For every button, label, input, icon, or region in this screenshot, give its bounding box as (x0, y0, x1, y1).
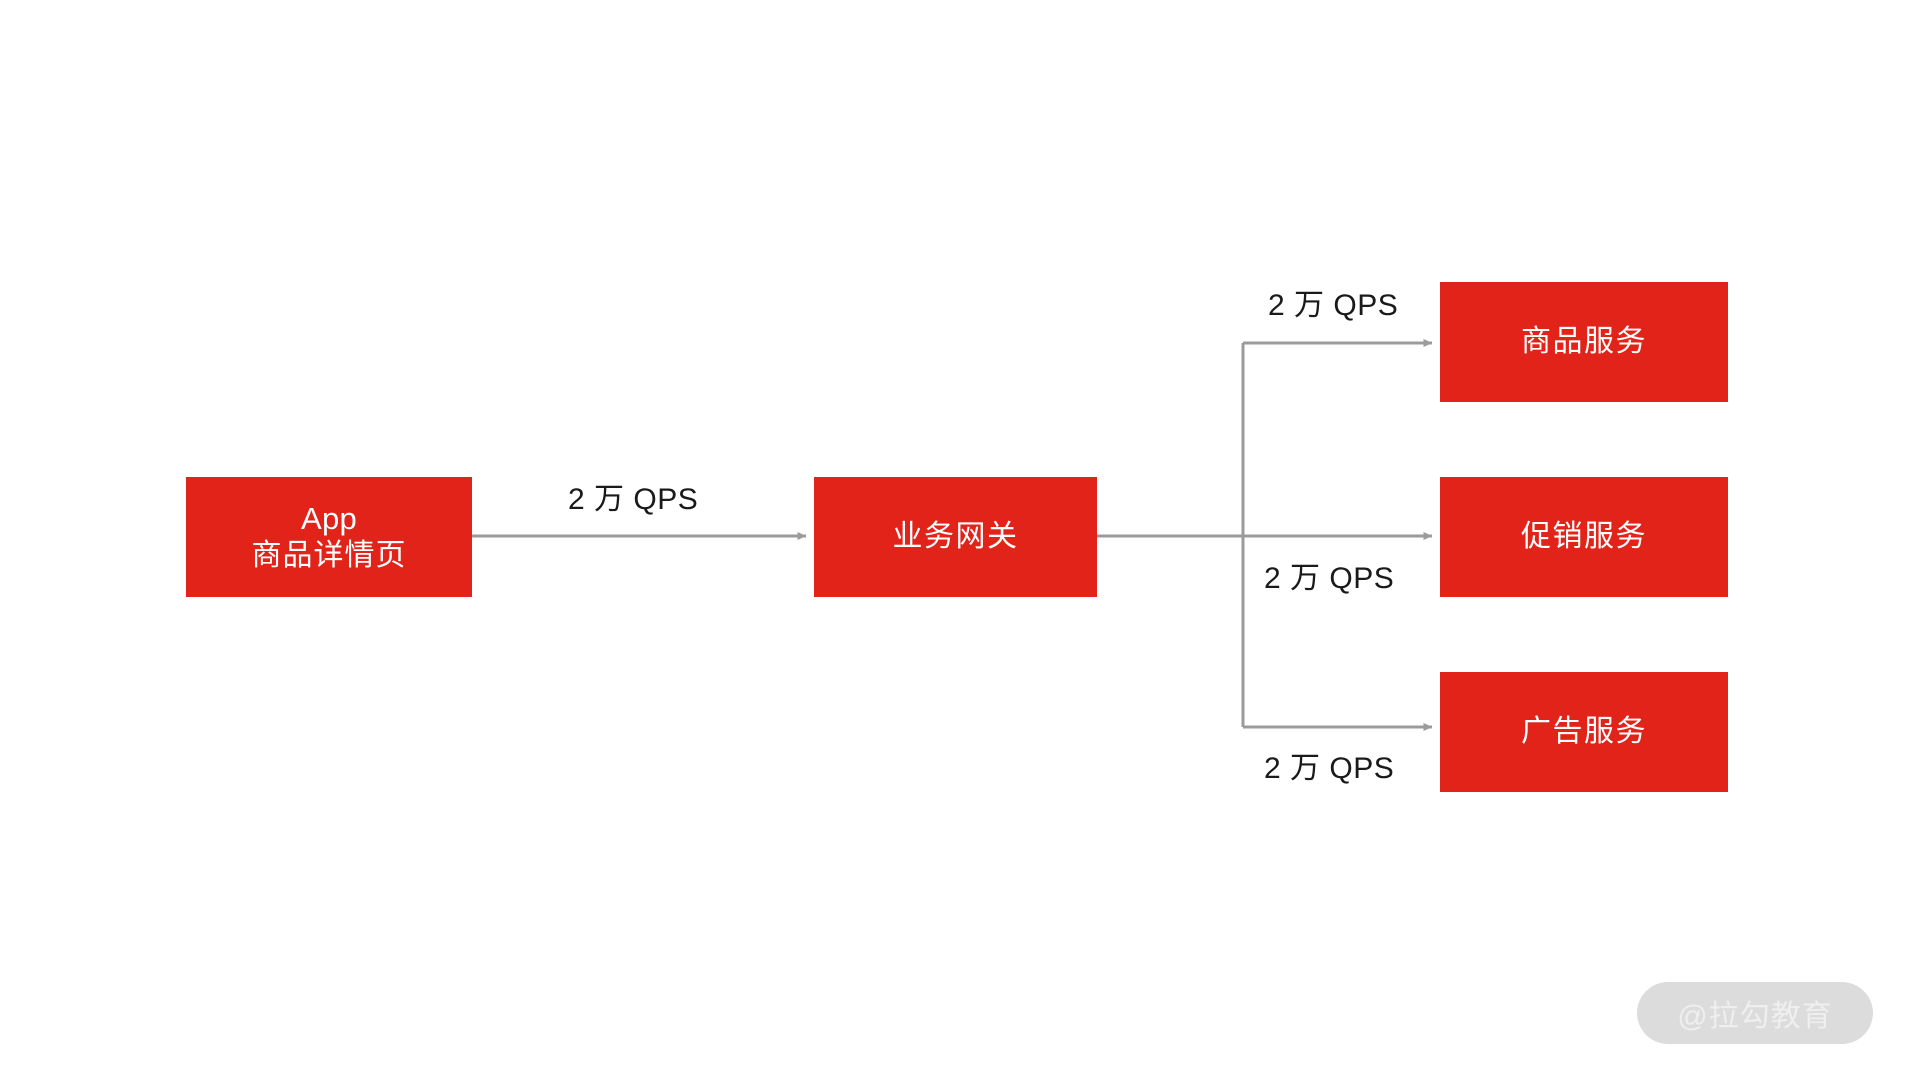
edge-label-app-to-gateway: 2 万 QPS (568, 483, 699, 516)
node-business-gateway-label: 业务网关 (892, 520, 1019, 554)
edge-label-to-product-service: 2 万 QPS (1268, 289, 1399, 322)
watermark-badge: @拉勾教育 (1637, 982, 1873, 1044)
edge-label-to-advertising-service: 2 万 QPS (1264, 752, 1395, 785)
node-product-service[interactable]: 商品服务 (1440, 282, 1728, 402)
node-promotion-service[interactable]: 促销服务 (1440, 477, 1728, 597)
node-promotion-service-label: 促销服务 (1521, 520, 1647, 554)
node-app-title: App (300, 501, 358, 537)
watermark-text: @拉勾教育 (1677, 1000, 1833, 1033)
node-app[interactable]: App 商品详情页 (186, 477, 472, 597)
node-advertising-service[interactable]: 广告服务 (1440, 672, 1728, 792)
edge-label-to-promotion-service: 2 万 QPS (1264, 562, 1395, 595)
node-advertising-service-label: 广告服务 (1521, 715, 1647, 749)
node-product-service-label: 商品服务 (1521, 325, 1647, 359)
node-app-subtitle: 商品详情页 (251, 538, 407, 572)
node-business-gateway[interactable]: 业务网关 (814, 477, 1097, 597)
